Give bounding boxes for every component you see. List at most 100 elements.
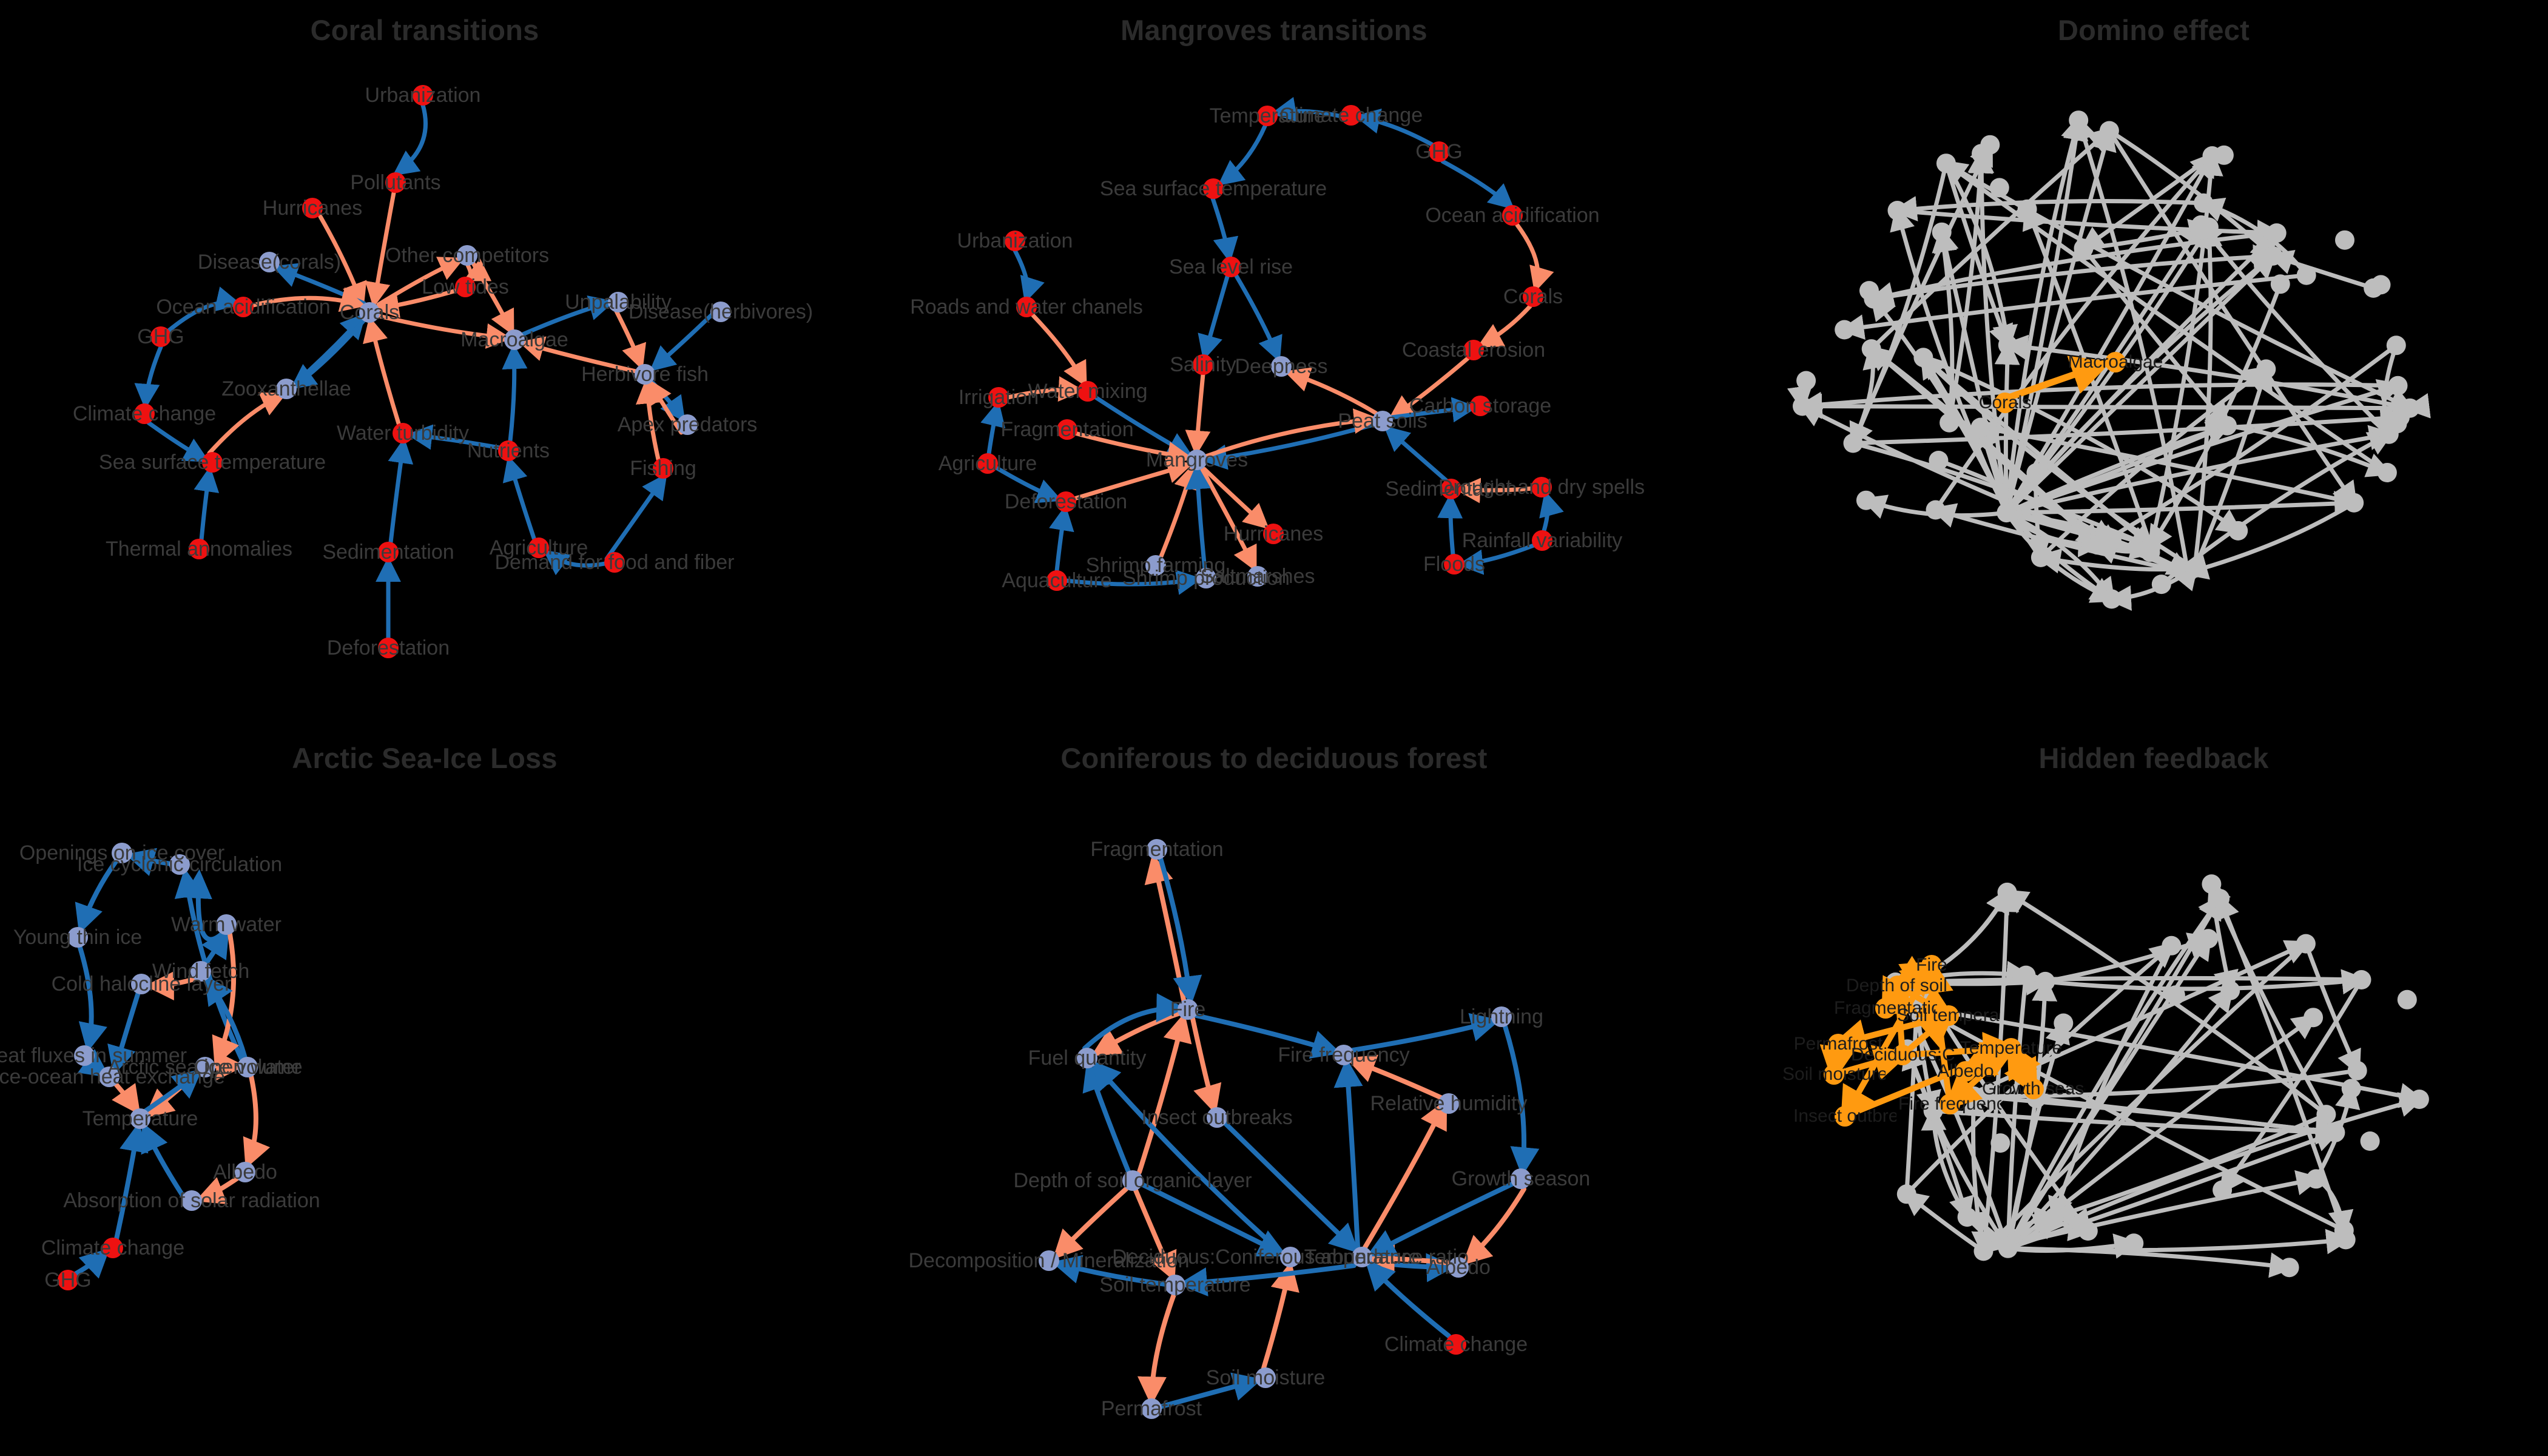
graph-node[interactable] — [2325, 1122, 2345, 1142]
graph-node[interactable] — [1970, 417, 1990, 437]
graph-node[interactable] — [2386, 335, 2406, 356]
graph-node[interactable] — [2031, 547, 2051, 567]
graph-node[interactable] — [1448, 1257, 1469, 1278]
graph-node[interactable] — [1470, 396, 1491, 416]
graph-node[interactable] — [1147, 839, 1167, 860]
graph-node[interactable] — [302, 198, 323, 218]
graph-node[interactable] — [2296, 934, 2316, 954]
graph-node[interactable] — [1005, 231, 1025, 251]
graph-node[interactable] — [2267, 223, 2287, 243]
graph-node[interactable] — [202, 452, 223, 473]
graph-node[interactable] — [504, 329, 525, 350]
graph-node[interactable] — [1896, 1184, 1916, 1204]
graph-node[interactable] — [2263, 246, 2283, 266]
graph-node[interactable] — [1203, 178, 1224, 199]
graph-node[interactable] — [677, 414, 698, 435]
graph-node[interactable] — [1039, 1250, 1059, 1271]
graph-node[interactable] — [181, 1190, 202, 1211]
graph-node[interactable] — [2316, 1105, 2336, 1125]
graph-node[interactable] — [2256, 359, 2276, 379]
graph-node[interactable] — [1511, 1168, 1531, 1189]
graph-node[interactable] — [1843, 433, 1863, 453]
graph-node[interactable] — [1372, 411, 1393, 431]
graph-node[interactable] — [1926, 500, 1946, 520]
graph-node[interactable] — [276, 379, 297, 399]
graph-node[interactable] — [1077, 1048, 1097, 1068]
graph-node[interactable] — [1280, 1247, 1301, 1267]
graph-node[interactable] — [1263, 524, 1284, 544]
graph-node[interactable] — [1333, 1045, 1354, 1065]
graph-node[interactable] — [1077, 381, 1098, 402]
graph-node[interactable] — [1861, 339, 1881, 359]
graph-node[interactable] — [235, 1162, 255, 1182]
graph-node[interactable] — [216, 914, 237, 935]
graph-node[interactable] — [413, 85, 433, 106]
graph-node[interactable] — [2279, 1258, 2299, 1278]
graph-node[interactable] — [112, 843, 132, 863]
graph-node[interactable] — [1257, 106, 1278, 126]
graph-node[interactable] — [2210, 889, 2230, 909]
graph-node-highlighted[interactable] — [1921, 955, 1942, 976]
graph-node-highlighted[interactable] — [1940, 1094, 1960, 1114]
graph-node[interactable] — [1997, 882, 2017, 902]
graph-node[interactable] — [2101, 589, 2122, 609]
graph-node[interactable] — [233, 297, 254, 317]
graph-node[interactable] — [2347, 1060, 2367, 1080]
graph-node-highlighted[interactable] — [1835, 1106, 1855, 1127]
graph-node[interactable] — [1196, 568, 1216, 588]
graph-node[interactable] — [2194, 193, 2214, 213]
graph-node[interactable] — [2124, 1233, 2144, 1253]
graph-node[interactable] — [977, 453, 998, 474]
graph-node[interactable] — [1255, 1367, 1276, 1388]
graph-node[interactable] — [2016, 965, 2036, 985]
graph-node-highlighted[interactable] — [1875, 998, 1896, 1019]
graph-node[interactable] — [2409, 1090, 2429, 1109]
graph-node[interactable] — [2364, 278, 2384, 298]
graph-node[interactable] — [385, 172, 406, 193]
graph-node[interactable] — [498, 440, 519, 461]
graph-node-highlighted[interactable] — [1892, 1045, 1913, 1065]
graph-node[interactable] — [359, 302, 380, 323]
graph-node[interactable] — [150, 326, 171, 347]
graph-node[interactable] — [1271, 356, 1292, 377]
graph-node[interactable] — [1221, 257, 1241, 277]
graph-node[interactable] — [1856, 490, 1876, 510]
graph-node[interactable] — [1997, 503, 2017, 523]
graph-node[interactable] — [237, 1057, 258, 1077]
graph-node[interactable] — [2220, 980, 2240, 1000]
graph-node-highlighted[interactable] — [1938, 1005, 1959, 1026]
graph-node[interactable] — [2306, 1169, 2326, 1189]
graph-node[interactable] — [1531, 477, 1552, 497]
graph-node[interactable] — [1193, 354, 1213, 375]
graph-node[interactable] — [1796, 371, 1816, 391]
graph-node[interactable] — [1859, 281, 1879, 301]
graph-node[interactable] — [1998, 1238, 2018, 1258]
graph-node[interactable] — [1352, 1247, 1372, 1267]
graph-node[interactable] — [2162, 935, 2182, 956]
graph-node[interactable] — [189, 539, 209, 559]
graph-node[interactable] — [1444, 554, 1464, 575]
graph-node[interactable] — [1122, 1170, 1143, 1191]
graph-node[interactable] — [103, 1238, 123, 1258]
graph-node[interactable] — [608, 292, 629, 312]
graph-node[interactable] — [1491, 1006, 1512, 1027]
graph-node[interactable] — [2335, 230, 2354, 250]
graph-node[interactable] — [2296, 265, 2316, 285]
graph-node[interactable] — [131, 974, 152, 994]
graph-node[interactable] — [2026, 463, 2046, 483]
graph-node[interactable] — [74, 1045, 95, 1066]
graph-node[interactable] — [2185, 558, 2205, 578]
graph-node[interactable] — [2088, 535, 2108, 555]
graph-node[interactable] — [1887, 201, 1907, 220]
graph-node-highlighted[interactable] — [1828, 1034, 1849, 1054]
graph-node[interactable] — [259, 252, 280, 272]
graph-node[interactable] — [2351, 970, 2371, 989]
graph-node[interactable] — [1998, 335, 2018, 355]
graph-node[interactable] — [2099, 121, 2119, 141]
graph-node[interactable] — [1178, 999, 1198, 1020]
graph-node[interactable] — [455, 277, 476, 297]
graph-node[interactable] — [710, 302, 731, 322]
graph-node[interactable] — [2228, 521, 2248, 541]
graph-node[interactable] — [1046, 570, 1067, 591]
graph-node[interactable] — [1957, 1207, 1977, 1227]
